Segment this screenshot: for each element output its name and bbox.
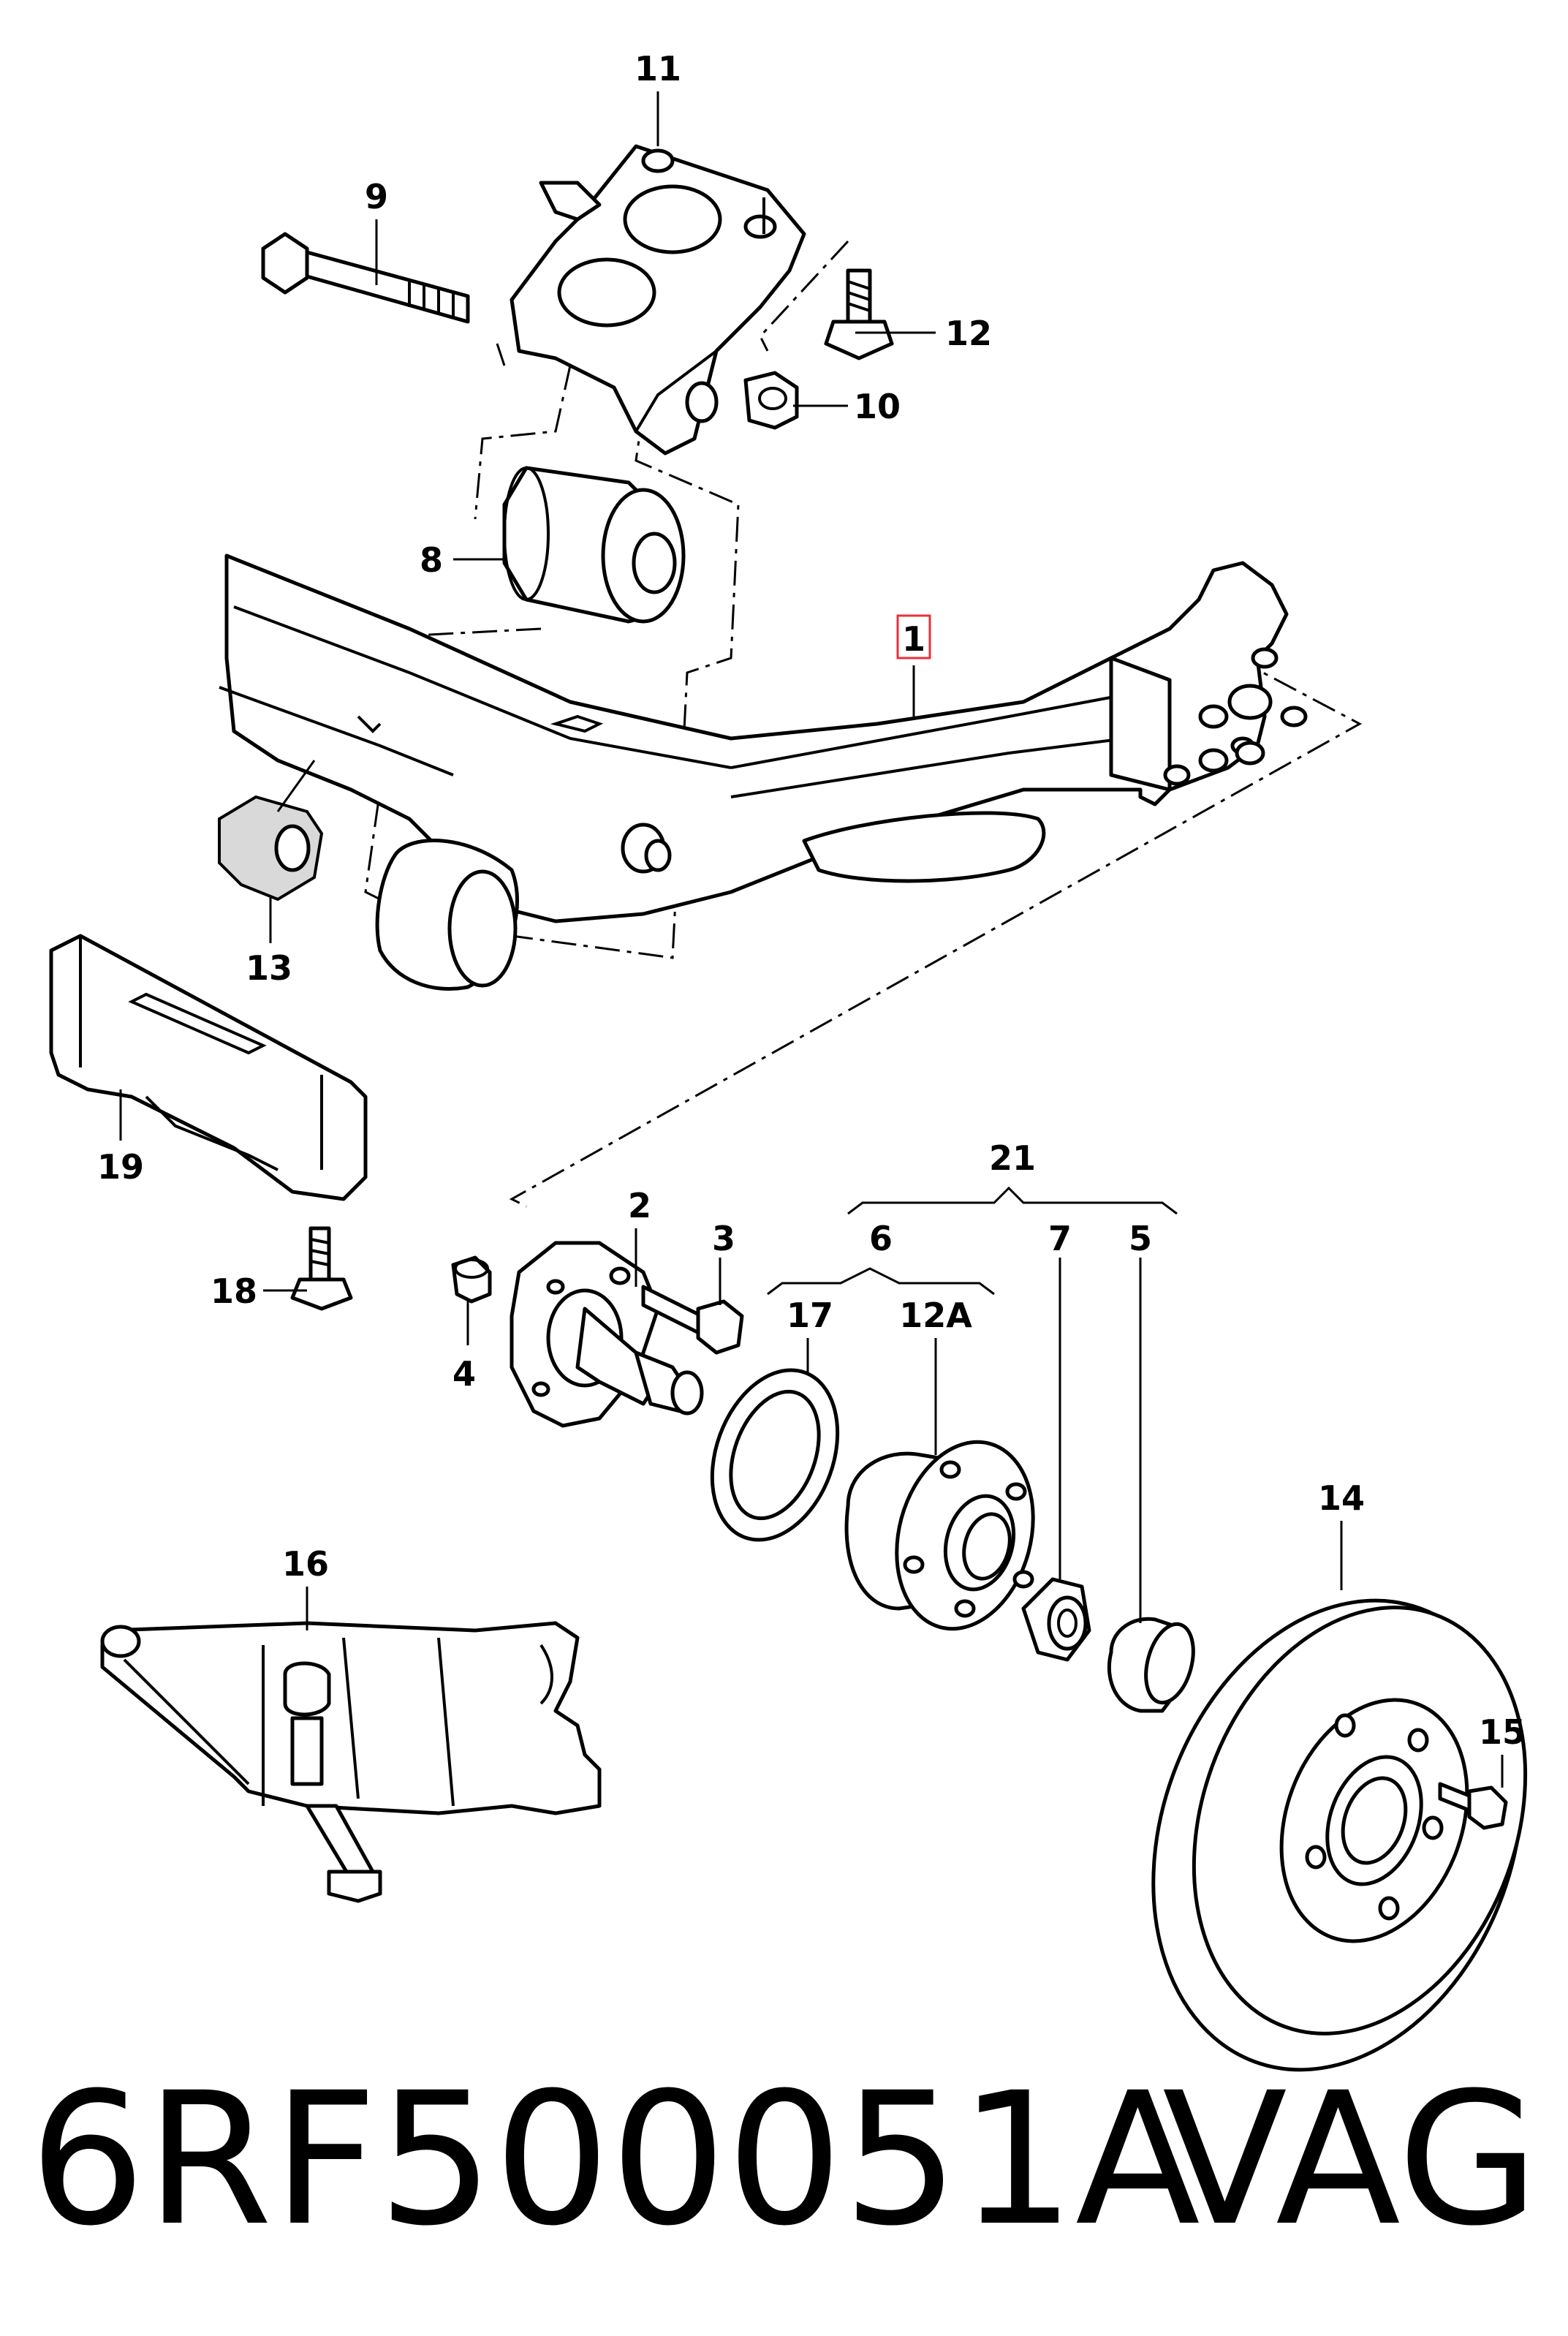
callout-11: 11 (635, 49, 681, 88)
callout-labels: 1 2 3 4 5 6 7 8 9 10 11 12 12A 13 14 15 … (97, 49, 1526, 1752)
part-12-bolt (824, 268, 894, 360)
part-13-stop (218, 795, 324, 901)
callout-18: 18 (211, 1271, 257, 1311)
part-10-nut (743, 371, 799, 430)
part-4-sleeve (451, 1255, 492, 1304)
callout-10: 10 (854, 387, 901, 426)
callout-12a: 12A (899, 1296, 972, 1335)
part-16-cover-plate (100, 1621, 602, 1903)
part-15-bolt (1438, 1782, 1508, 1830)
part-12a-wheel-hub (844, 1440, 1035, 1631)
part-3-bolt (641, 1285, 744, 1355)
part-18-bolt (290, 1226, 353, 1311)
callout-17: 17 (787, 1296, 833, 1335)
callout-13: 13 (246, 948, 292, 988)
part-14-brake-disc (1151, 1598, 1528, 2072)
part-9-bolt (261, 232, 470, 324)
part-2-stub-axle (510, 1241, 704, 1428)
callout-16: 16 (282, 1544, 329, 1584)
part-19-cover (49, 934, 368, 1201)
part-5-cap (1107, 1617, 1195, 1713)
callout-7: 7 (1048, 1219, 1072, 1258)
callout-2: 2 (628, 1186, 651, 1225)
callout-5: 5 (1129, 1219, 1152, 1258)
part-17-abs-ring (710, 1368, 840, 1542)
callout-15: 15 (1479, 1712, 1526, 1752)
part-8-bushing (502, 466, 686, 624)
callout-3: 3 (712, 1219, 735, 1258)
callout-4: 4 (452, 1354, 476, 1394)
callout-19: 19 (97, 1147, 144, 1187)
callout-1: 1 (902, 619, 925, 659)
callout-1-highlight-box (896, 614, 931, 659)
callout-14: 14 (1318, 1478, 1365, 1518)
callout-9: 9 (365, 177, 388, 216)
part-7-nut (1021, 1577, 1091, 1662)
part-11-mounting-bracket (510, 144, 806, 456)
brand-name: VAG (1162, 2053, 1539, 2266)
callout-21: 21 (989, 1138, 1036, 1178)
part-number: 6RF500051A (29, 2053, 1200, 2266)
leader-lines (119, 91, 1504, 1788)
callout-6: 6 (869, 1219, 893, 1258)
callout-12: 12 (945, 314, 992, 353)
part-1-axle-beam (219, 553, 1308, 991)
callout-8: 8 (420, 540, 443, 580)
